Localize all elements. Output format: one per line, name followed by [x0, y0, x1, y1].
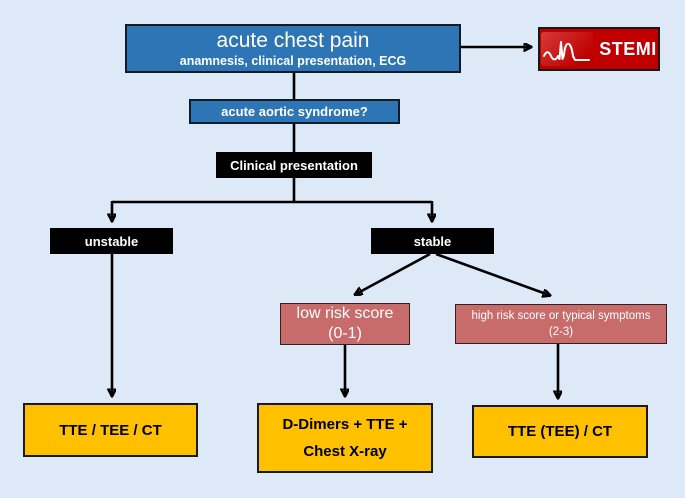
node-clinical-presentation: Clinical presentation	[216, 152, 372, 178]
outcome-low-line1: D-Dimers + TTE +	[282, 416, 408, 433]
stemi-label: STEMI	[599, 38, 657, 59]
low-risk-line1: low risk score	[296, 305, 394, 322]
node-acute-chest-pain: acute chest pain anamnesis, clinical pre…	[125, 24, 461, 73]
node-low-risk-score: low risk score (0-1)	[280, 303, 410, 345]
outcome-high-label: TTE (TEE) / CT	[507, 423, 613, 440]
node-unstable: unstable	[50, 228, 173, 254]
node-outcome-tte-tee-ct: TTE / TEE / CT	[23, 403, 198, 457]
outcome-low-line2: Chest X-ray	[303, 443, 387, 460]
node-high-risk-score: high risk score or typical symptoms (2-3…	[455, 304, 667, 344]
aortic-syndrome-label: acute aortic syndrome?	[221, 104, 368, 119]
low-risk-line2: (0-1)	[328, 325, 362, 342]
node-outcome-tte-tee-ct-2: TTE (TEE) / CT	[472, 405, 648, 458]
unstable-label: unstable	[84, 233, 139, 249]
node-outcome-ddimers: D-Dimers + TTE + Chest X-ray	[257, 403, 433, 473]
node-stable: stable	[371, 228, 494, 254]
clinical-presentation-label: Clinical presentation	[230, 157, 358, 173]
node-stemi: STEMI	[538, 27, 660, 71]
node-aortic-syndrome: acute aortic syndrome?	[189, 99, 400, 124]
stable-label: stable	[413, 233, 452, 249]
high-risk-line2: (2-3)	[548, 326, 574, 338]
outcome-unstable-label: TTE / TEE / CT	[59, 421, 162, 439]
acute-chest-pain-title: acute chest pain	[216, 28, 370, 52]
acute-chest-pain-subtitle: anamnesis, clinical presentation, ECG	[179, 53, 407, 68]
ecg-waveform-icon	[541, 32, 594, 66]
high-risk-line1: high risk score or typical symptoms	[471, 310, 651, 322]
